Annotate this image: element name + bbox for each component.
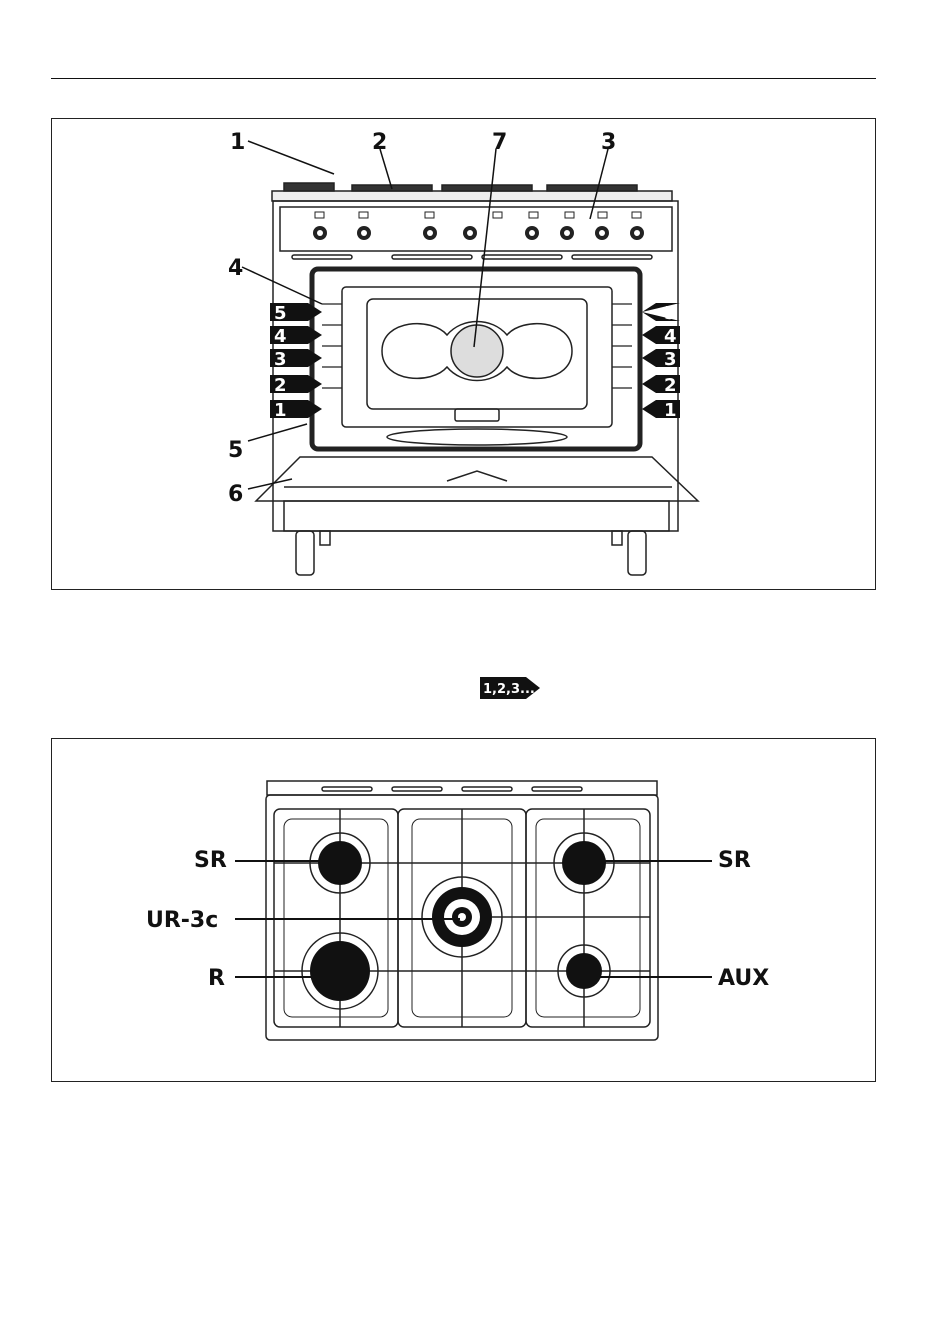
oven-figure-panel: 1 2 7 3 4 5 6 5 4 3 2 1 5 4 3 2 1: [51, 118, 876, 590]
oven-illustration: 1 2 7 3 4 5 6 5 4 3 2 1 5 4 3 2 1: [52, 119, 875, 589]
shelf-level-left-3: 3: [274, 349, 287, 370]
callout-5: 5: [228, 438, 243, 463]
hob-label-r: R: [208, 966, 225, 991]
shelf-level-left-1: 1: [274, 400, 287, 421]
shelf-level-right-2: 2: [664, 375, 677, 396]
shelf-level-right-3: 3: [664, 349, 677, 370]
burner-sr-right: [562, 841, 606, 885]
hob-label-aux: AUX: [718, 966, 769, 991]
callout-1: 1: [230, 130, 245, 155]
callout-4: 4: [228, 256, 243, 281]
hob-figure-panel: SR UR-3c R SR AUX: [51, 738, 876, 1082]
burner-r: [310, 941, 370, 1001]
sequence-badge: 1,2,3...: [480, 677, 540, 699]
hob-label-sr-right: SR: [718, 848, 751, 873]
shelf-level-right-5: 5: [664, 303, 677, 324]
burner-aux: [566, 953, 602, 989]
hob-illustration: SR UR-3c R SR AUX: [52, 739, 875, 1081]
callout-6: 6: [228, 482, 243, 507]
callout-7: 7: [492, 130, 507, 155]
burner-sr-left: [318, 841, 362, 885]
callout-2: 2: [372, 130, 387, 155]
callout-3: 3: [601, 130, 616, 155]
shelf-badges-right: 5 4 3 2 1: [642, 303, 680, 421]
header-rule: [51, 78, 876, 79]
shelf-level-right-1: 1: [664, 400, 677, 421]
sequence-badge-text: 1,2,3...: [483, 682, 535, 697]
shelf-level-right-4: 4: [664, 326, 677, 347]
hob-label-ur-3c: UR-3c: [146, 908, 218, 933]
shelf-level-left-5: 5: [274, 303, 287, 324]
hob-label-sr-left: SR: [194, 848, 227, 873]
shelf-level-left-4: 4: [274, 326, 287, 347]
shelf-level-left-2: 2: [274, 375, 287, 396]
